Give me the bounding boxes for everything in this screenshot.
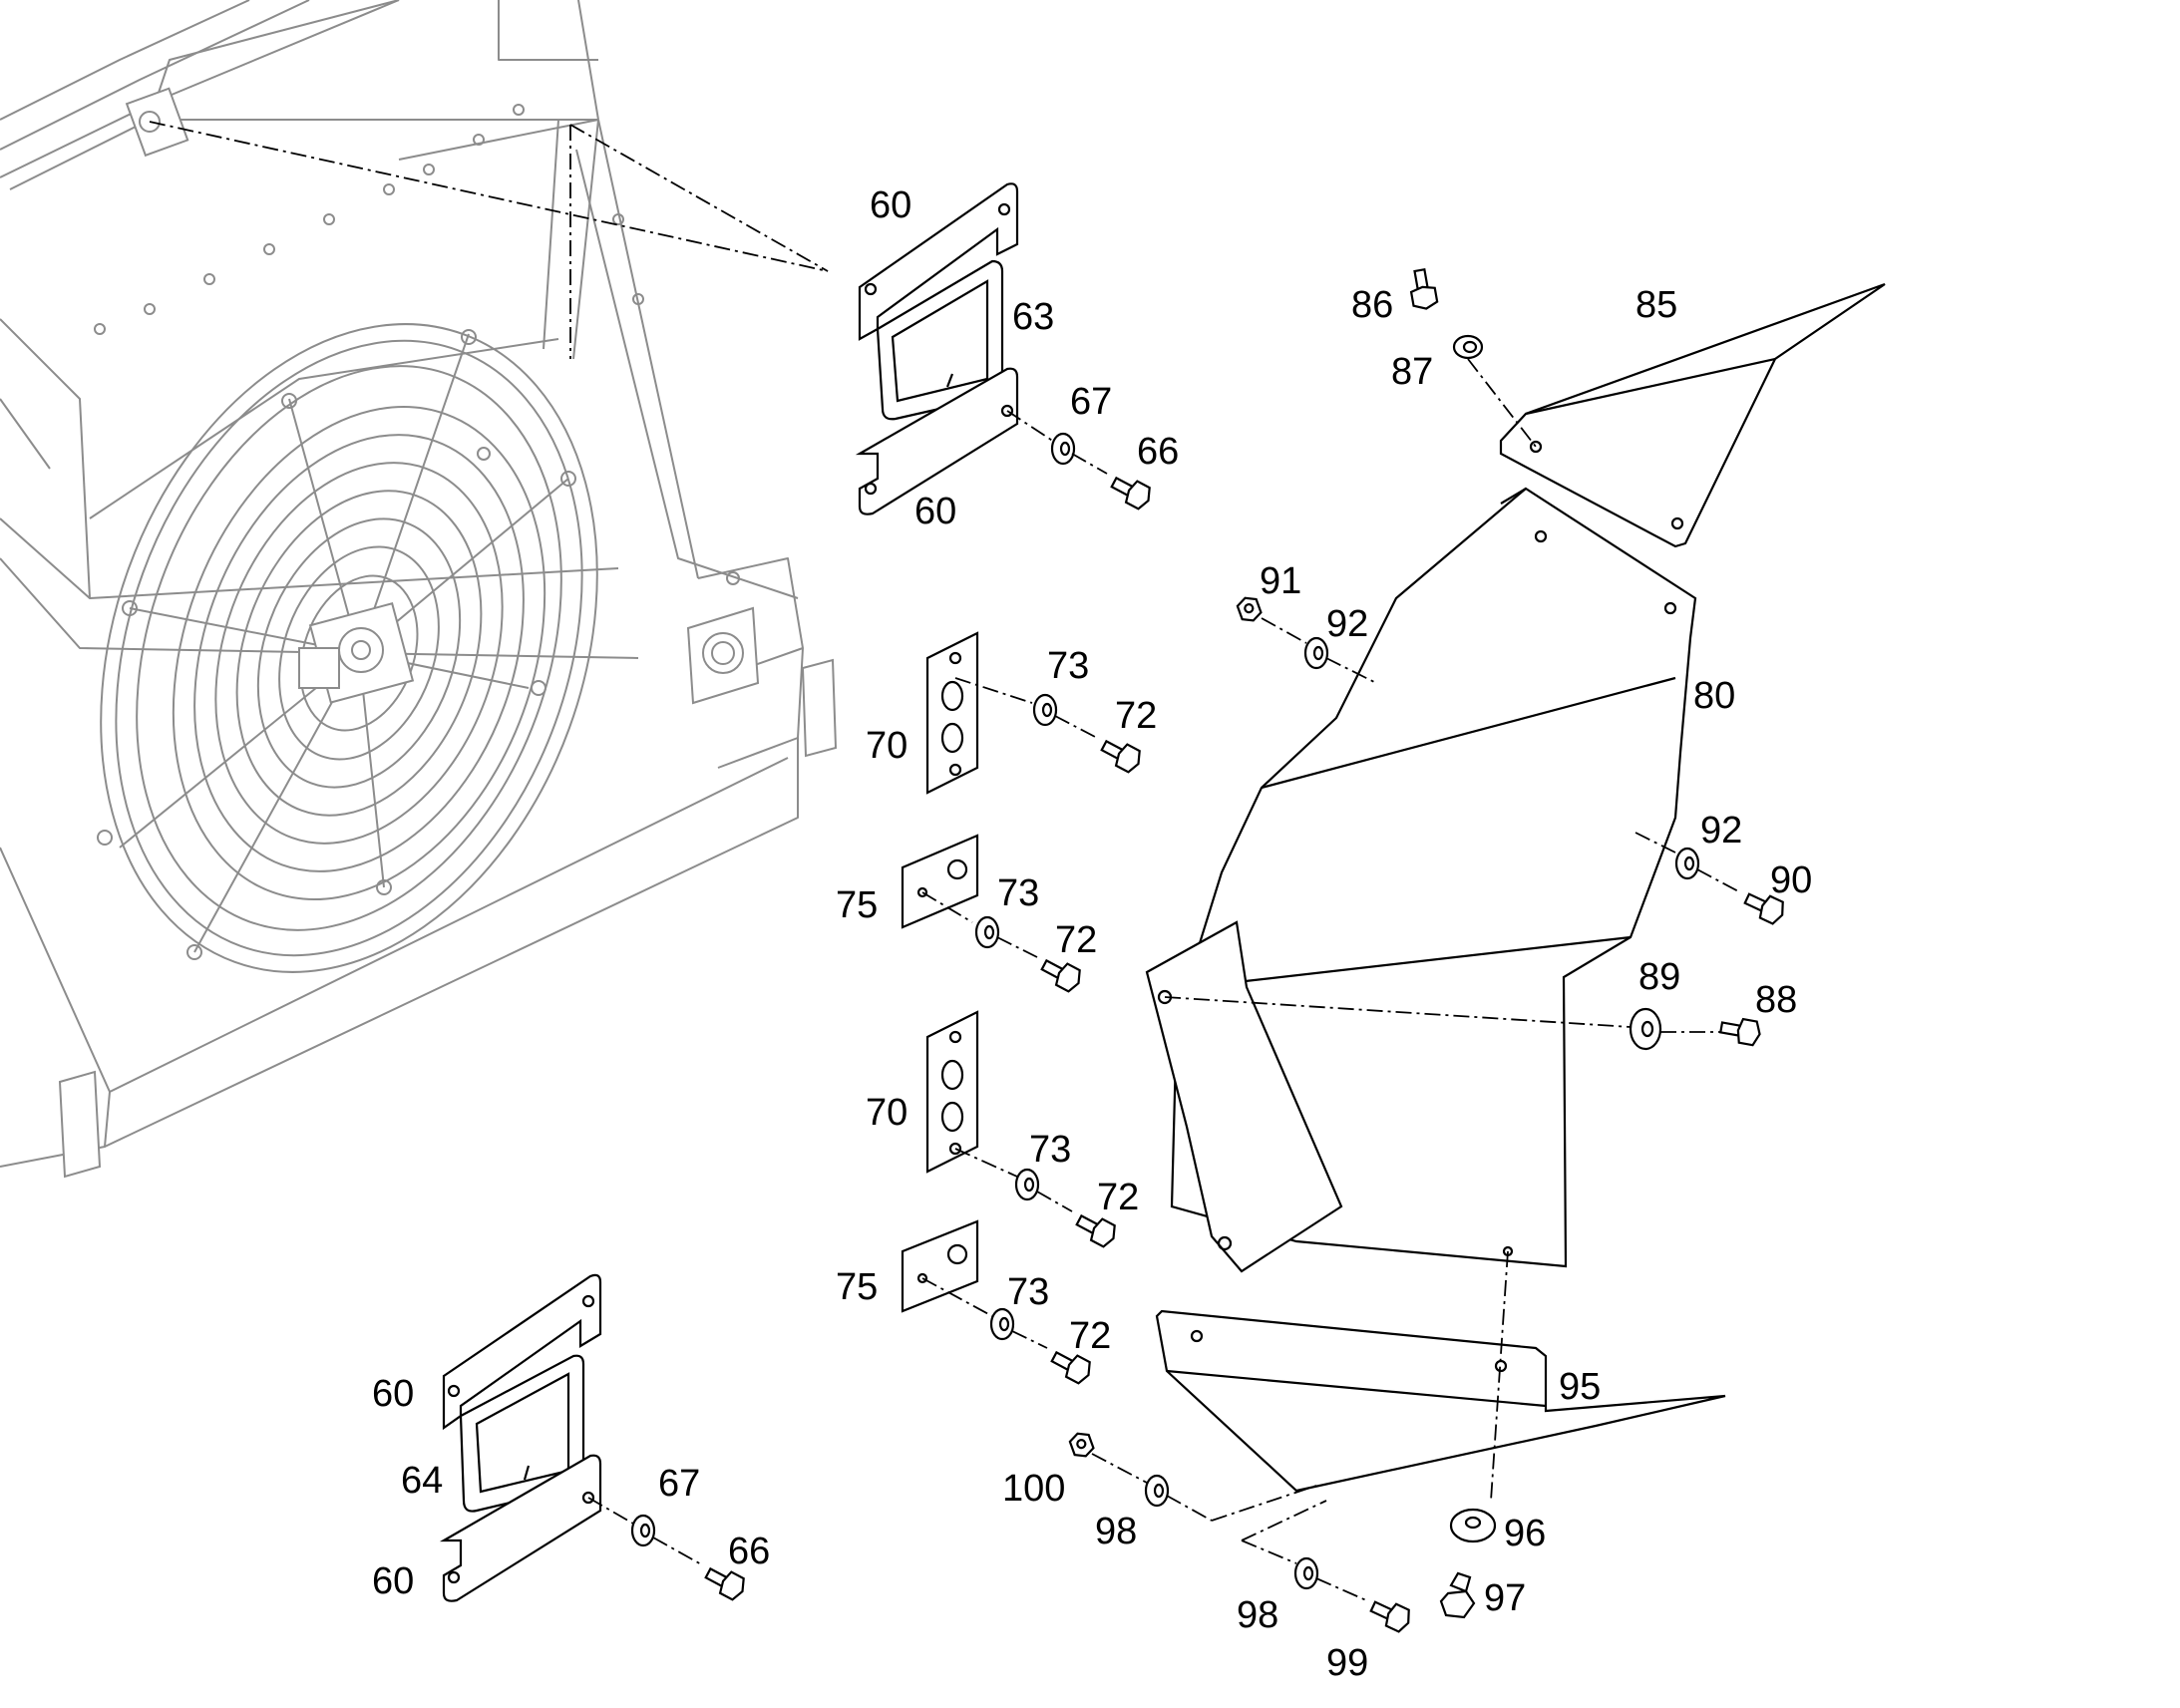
callout-92: 92	[1700, 810, 1742, 852]
callout-85: 85	[1635, 284, 1677, 326]
callout-60: 60	[372, 1373, 414, 1415]
callout-97: 97	[1484, 1577, 1526, 1619]
callout-72: 72	[1069, 1315, 1111, 1357]
fan-housing-assembly	[0, 0, 838, 1179]
callout-87: 87	[1391, 351, 1433, 393]
callout-66: 66	[1137, 431, 1179, 473]
callout-labels: 60 63 60 67 66 70 73 72 75 73 72 70 73 7…	[372, 184, 1812, 1684]
callout-99: 99	[1326, 1642, 1368, 1684]
callout-64: 64	[401, 1460, 443, 1502]
callout-73: 73	[1007, 1271, 1049, 1313]
plate-75-lower	[901, 1219, 1096, 1387]
gasket-set-top	[855, 182, 1156, 515]
callout-66: 66	[728, 1531, 770, 1572]
callout-60: 60	[870, 184, 911, 226]
callout-96: 96	[1504, 1513, 1546, 1554]
plate-75-upper	[901, 834, 1086, 995]
callout-63: 63	[1012, 296, 1054, 338]
plate-70-lower	[925, 1010, 1121, 1250]
callout-70: 70	[866, 725, 908, 767]
callout-72: 72	[1055, 919, 1097, 961]
part-80-main-deflector	[1145, 487, 1697, 1273]
callout-67: 67	[1070, 381, 1112, 423]
plate-70-upper	[925, 631, 1146, 795]
callout-95: 95	[1559, 1366, 1601, 1408]
callout-75: 75	[836, 1266, 878, 1308]
callout-70: 70	[866, 1092, 908, 1134]
callout-91: 91	[1260, 560, 1301, 602]
callout-60: 60	[914, 491, 956, 532]
callout-80: 80	[1693, 675, 1735, 717]
part-95-bottom-tray	[1067, 1250, 1726, 1635]
callout-72: 72	[1097, 1177, 1139, 1218]
callout-60: 60	[372, 1560, 414, 1602]
part-85-top-wing	[1406, 266, 1886, 548]
callout-98: 98	[1237, 1594, 1278, 1636]
callout-86: 86	[1351, 284, 1393, 326]
callout-88: 88	[1755, 979, 1797, 1021]
gasket-set-bottom	[439, 1273, 750, 1603]
callout-73: 73	[1029, 1129, 1071, 1171]
callout-75: 75	[836, 884, 878, 926]
deflector-fasteners	[1164, 593, 1789, 1051]
callout-67: 67	[658, 1463, 700, 1505]
callout-73: 73	[1047, 645, 1089, 687]
alignment-lines-housing	[149, 121, 829, 359]
callout-98: 98	[1095, 1511, 1137, 1552]
callout-72: 72	[1115, 695, 1157, 737]
callout-89: 89	[1638, 956, 1680, 998]
callout-92: 92	[1326, 603, 1368, 645]
callout-100: 100	[1002, 1468, 1065, 1510]
callout-90: 90	[1770, 859, 1812, 901]
callout-73: 73	[997, 872, 1039, 914]
